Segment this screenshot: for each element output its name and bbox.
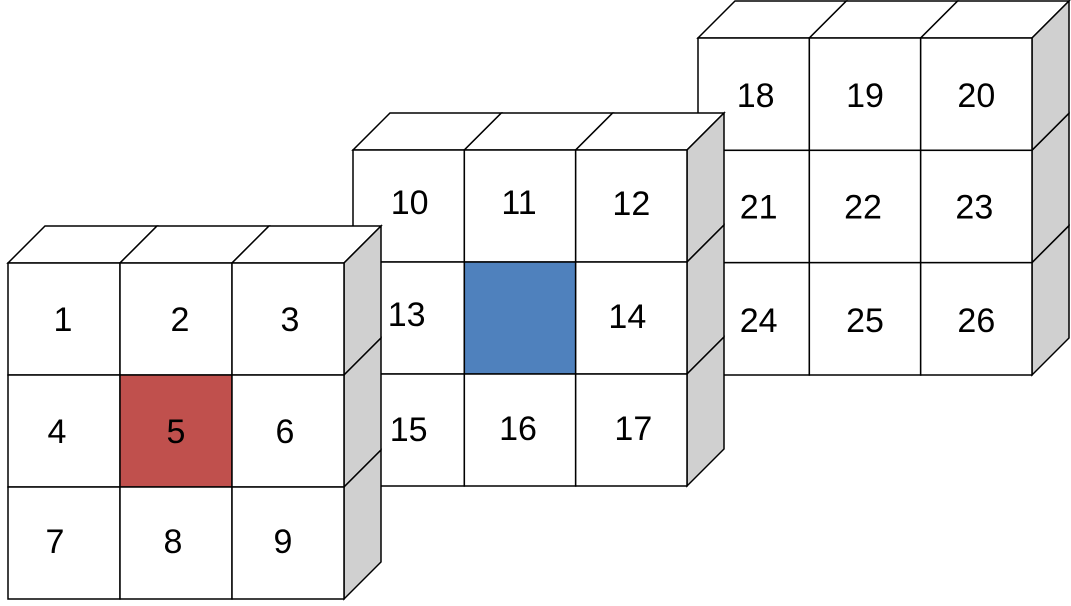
layer-back: 18 19 20 21 22 23 24 25 26 — [696, 0, 1071, 377]
cube-front-face — [808, 149, 922, 264]
cube-front-face — [808, 261, 922, 376]
cube-front-face — [231, 262, 345, 376]
cube-number-label: 8 — [164, 523, 183, 561]
cube-number-label: 15 — [390, 411, 428, 449]
cube-number-label: 20 — [957, 77, 995, 115]
cube-number-label: 21 — [740, 189, 778, 227]
cube-number-label: 17 — [614, 410, 652, 448]
cube-number-label: 19 — [846, 77, 884, 115]
cube-number-label: 24 — [740, 302, 778, 340]
cube-front-face — [7, 374, 121, 488]
cube-number-label: 16 — [499, 410, 537, 448]
cube-front-face — [7, 262, 121, 376]
cube-number-label: 12 — [612, 185, 650, 223]
highlighted-cube-face — [119, 374, 233, 488]
cube-number-label: 4 — [48, 413, 67, 451]
cube-front-face — [231, 486, 345, 600]
cube-number-label: 2 — [171, 301, 190, 339]
cube-number-label: 1 — [54, 301, 73, 339]
cube-number-label: 9 — [274, 523, 293, 561]
cube-number-label: 14 — [608, 298, 646, 336]
cube-number-label: 3 — [281, 301, 300, 339]
layer-front: 1 2 3 4 5 6 7 8 9 — [6, 224, 383, 601]
cube-number-label: 25 — [846, 302, 884, 340]
cube-front-face — [463, 149, 577, 263]
cube-front-face — [119, 486, 233, 600]
cube-number-label: 6 — [276, 413, 295, 451]
cube-number-label: 11 — [501, 184, 536, 222]
cube-front-face — [119, 262, 233, 376]
cube-number-label: 7 — [46, 523, 65, 561]
cube-number-label: 26 — [957, 302, 995, 340]
cube-number-label: 5 — [167, 413, 186, 451]
highlighted-cube-face — [463, 261, 577, 375]
cube-number-label: 13 — [388, 296, 426, 334]
cube-front-face — [574, 149, 688, 263]
cube-front-face — [574, 261, 688, 375]
cube-front-face — [7, 486, 121, 600]
cube-front-face — [919, 149, 1033, 264]
cube-number-label: 22 — [844, 189, 882, 227]
layer-middle: 10 11 12 13 14 15 16 17 — [351, 111, 726, 488]
cube-number-label: 10 — [391, 184, 429, 222]
cube-front-face — [919, 261, 1033, 376]
cube-number-label: 18 — [737, 77, 775, 115]
cube-number-label: 23 — [955, 189, 993, 227]
cube-front-face — [231, 374, 345, 488]
cube-front-face — [574, 373, 688, 487]
